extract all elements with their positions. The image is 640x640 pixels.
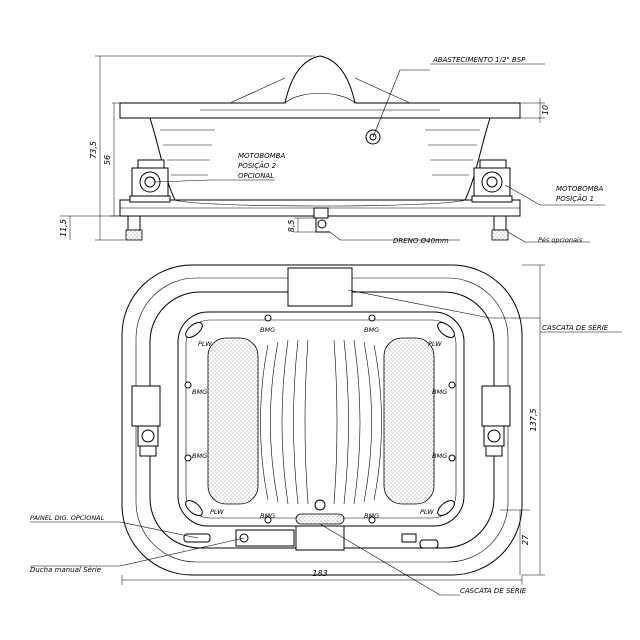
plw-jet-icon	[437, 322, 455, 338]
pump2-label-line3: OPCIONAL	[238, 172, 274, 180]
bmg-jet-icon	[264, 314, 272, 322]
bmg-jet-icon	[448, 381, 456, 389]
dim-front: 27	[521, 534, 530, 545]
cascade-top	[287, 267, 353, 307]
plan-dimensions: 183 137,5 27	[121, 264, 545, 585]
feet-label: Pés opcionais	[538, 236, 583, 244]
supply-fitting-icon	[365, 129, 381, 145]
dim-feet-height: 11,5	[59, 219, 68, 237]
pump-right-plan-icon	[481, 385, 511, 457]
cascade-bottom-label: CASCATA DE SÉRIE	[460, 586, 527, 595]
supply-label: ABASTECIMENTO 1/2" BSP	[432, 56, 526, 64]
bmg-jet-icon	[184, 454, 192, 462]
cascade-top-label: CASCATA DE SÉRIE	[542, 323, 609, 332]
pump1-label-line2: POSIÇÃO 1	[556, 194, 594, 203]
bmg-label: BMG	[432, 388, 447, 396]
bmg-label: BMG	[364, 326, 379, 334]
headrest-right	[383, 337, 435, 505]
drain-label: DRENO Ø40mm	[393, 237, 449, 245]
plw-label: PLW	[210, 508, 224, 516]
dim-depth: 137,5	[529, 409, 538, 432]
floor-ribs	[260, 339, 382, 505]
bmg-jet-icon	[368, 516, 376, 524]
elevation-view: ABASTECIMENTO 1/2" BSP MOTOBOMBA POSIÇÃO…	[59, 55, 605, 245]
bmg-label: BMG	[364, 512, 379, 520]
plan-view: BMG BMG BMG BMG BMG BMG BMG BMG PLW PLW …	[30, 264, 622, 596]
plw-label: PLW	[428, 340, 442, 348]
jets	[184, 314, 456, 524]
dim-width: 183	[312, 569, 327, 578]
pump-left-plan-icon	[131, 385, 161, 457]
pump-position-2-icon	[129, 159, 171, 203]
plw-label: PLW	[420, 508, 434, 516]
plw-jet-icon	[437, 500, 455, 516]
pump2-label-line2: POSIÇÃO 2	[238, 161, 277, 170]
dim-total-height: 73,5	[89, 141, 98, 159]
foot-right	[491, 215, 509, 241]
bmg-jet-icon	[448, 454, 456, 462]
cascade-bottom	[295, 513, 345, 525]
dim-rim: 10	[541, 105, 550, 115]
plw-jet-icon	[185, 500, 203, 516]
bmg-label: BMG	[432, 452, 447, 460]
pump-position-1-icon	[471, 159, 513, 203]
pump2-label-line1: MOTOBOMBA	[238, 152, 285, 160]
rim-outline	[119, 55, 521, 119]
bmg-label: BMG	[260, 512, 275, 520]
drain	[313, 207, 330, 233]
elevation-dimensions: 73,5 56 10 11,5 8,5	[59, 55, 550, 241]
bmg-jet-icon	[368, 314, 376, 322]
bmg-jet-icon	[184, 381, 192, 389]
headrest-left	[207, 337, 259, 505]
bmg-label: BMG	[192, 452, 207, 460]
plw-jet-icon	[185, 322, 203, 338]
plw-label: PLW	[198, 340, 212, 348]
dim-body-height: 56	[103, 155, 112, 165]
panel-label: PAINEL DIG. OPCIONAL	[30, 514, 105, 522]
bmg-label: BMG	[260, 326, 275, 334]
shower-icon	[239, 533, 249, 543]
dim-drain-height: 8,5	[287, 220, 296, 233]
bmg-label: BMG	[192, 388, 207, 396]
tub-outer-rim	[121, 264, 523, 576]
drain-plan-icon	[314, 499, 326, 511]
shower-label: Ducha manual Série	[30, 566, 101, 574]
bmg-jet-icon	[264, 516, 272, 524]
foot-left	[125, 215, 143, 241]
pump1-label-line1: MOTOBOMBA	[556, 185, 603, 193]
